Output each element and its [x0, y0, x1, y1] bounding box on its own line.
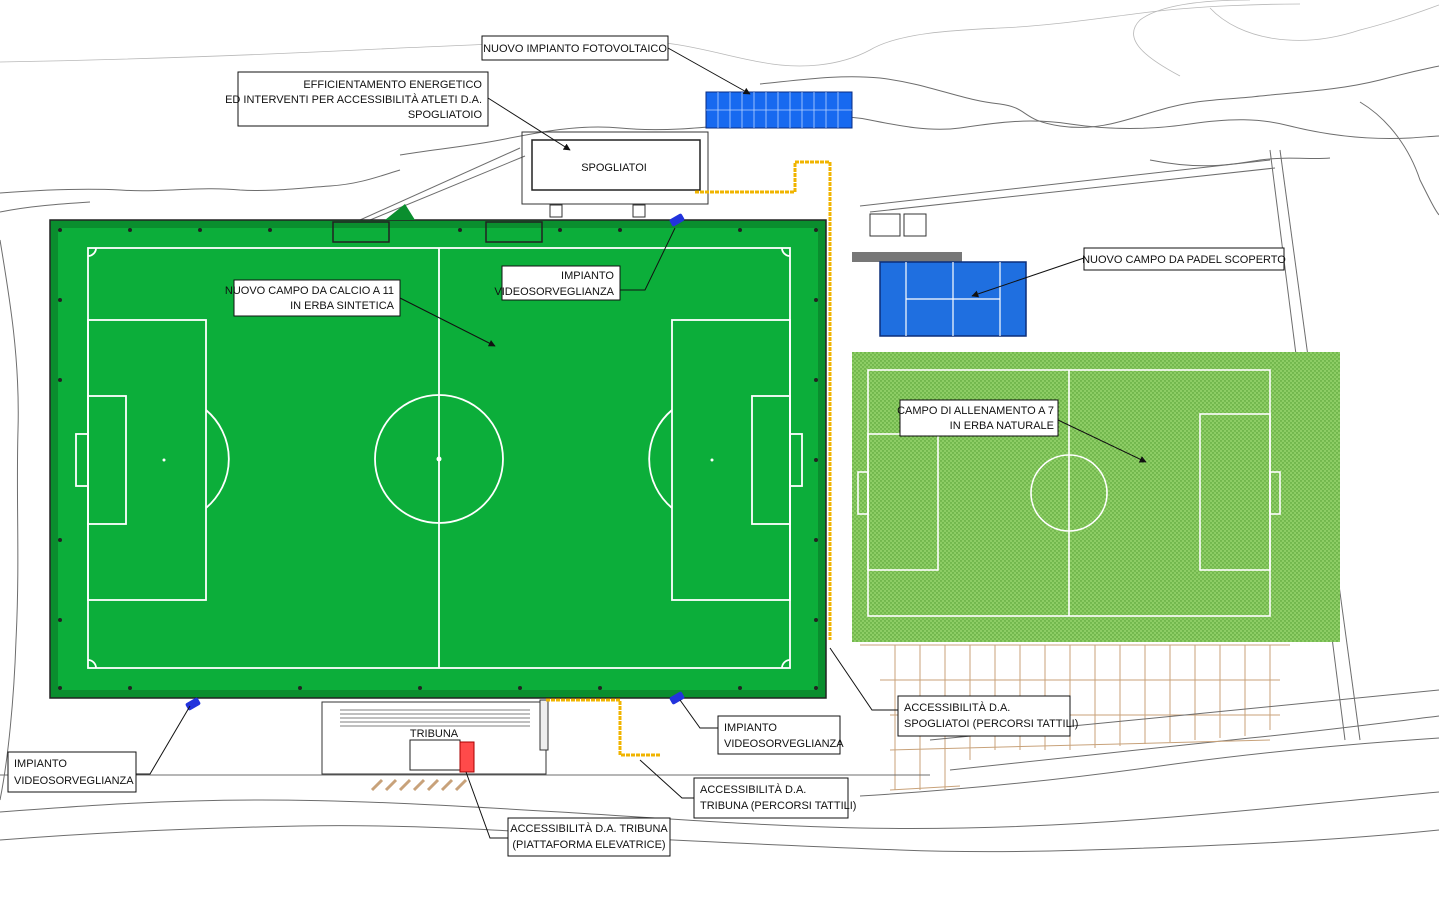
svg-text:IMPIANTO: IMPIANTO: [724, 722, 777, 734]
svg-text:(PIATTAFORMA ELEVATRICE): (PIATTAFORMA ELEVATRICE): [512, 839, 665, 851]
label-videosorveglianza-right: IMPIANTO VIDEOSORVEGLIANZA: [717, 715, 844, 755]
label-padel: NUOVO CAMPO DA PADEL SCOPERTO: [1082, 247, 1286, 271]
main-football-field: [49, 204, 827, 699]
label-fotovoltaico: NUOVO IMPIANTO FOTOVOLTAICO: [481, 35, 669, 61]
solar-panel-icon: [705, 91, 853, 129]
label-campo-calcio: NUOVO CAMPO DA CALCIO A 11 IN ERBA SINTE…: [225, 279, 401, 317]
svg-text:IN ERBA SINTETICA: IN ERBA SINTETICA: [290, 300, 395, 312]
label-accessibilita-tribuna: ACCESSIBILITÀ D.A. TRIBUNA (PERCORSI TAT…: [693, 777, 856, 819]
svg-text:IN ERBA NATURALE: IN ERBA NATURALE: [950, 420, 1054, 432]
leader-lines: [136, 47, 1147, 839]
padel-court: [852, 213, 1027, 337]
label-spogliatoi: SPOGLIATOI: [581, 162, 647, 174]
grandstand: [321, 699, 549, 792]
label-videosorveglianza-left: IMPIANTO VIDEOSORVEGLIANZA: [7, 751, 137, 793]
svg-text:TRIBUNA (PERCORSI TATTILI): TRIBUNA (PERCORSI TATTILI): [700, 800, 856, 812]
svg-text:CAMPO DI ALLENAMENTO A 7: CAMPO DI ALLENAMENTO A 7: [897, 405, 1054, 417]
terrain-contours: [0, 0, 1439, 853]
label-piattaforma: ACCESSIBILITÀ D.A. TRIBUNA (PIATTAFORMA …: [507, 817, 671, 857]
svg-text:VIDEOSORVEGLIANZA: VIDEOSORVEGLIANZA: [494, 286, 614, 298]
svg-text:SPOGLIATOI (PERCORSI TATTILI): SPOGLIATOI (PERCORSI TATTILI): [904, 718, 1078, 730]
svg-text:NUOVO CAMPO DA CALCIO A 11: NUOVO CAMPO DA CALCIO A 11: [225, 285, 394, 297]
svg-text:IMPIANTO: IMPIANTO: [14, 758, 67, 770]
camera-icon: [669, 213, 685, 227]
svg-text:SPOGLIATOIO: SPOGLIATOIO: [408, 109, 483, 121]
training-field: [852, 352, 1340, 642]
svg-text:NUOVO IMPIANTO FOTOVOLTAICO: NUOVO IMPIANTO FOTOVOLTAICO: [483, 43, 667, 55]
tactile-path-spogliatoi: [695, 160, 832, 640]
svg-text:ACCESSIBILITÀ D.A.: ACCESSIBILITÀ D.A.: [904, 701, 1010, 714]
label-efficientamento: EFFICIENTAMENTO ENERGETICO ED INTERVENTI…: [225, 71, 489, 127]
label-videosorveglianza-top: IMPIANTO VIDEOSORVEGLIANZA: [494, 265, 621, 301]
svg-text:IMPIANTO: IMPIANTO: [561, 270, 614, 282]
svg-text:NUOVO CAMPO DA PADEL SCOPERTO: NUOVO CAMPO DA PADEL SCOPERTO: [1082, 254, 1286, 266]
svg-text:VIDEOSORVEGLIANZA: VIDEOSORVEGLIANZA: [724, 738, 844, 750]
svg-text:ED INTERVENTI PER ACCESSIBILIT: ED INTERVENTI PER ACCESSIBILITÀ ATLETI D…: [225, 93, 482, 106]
label-accessibilita-spogliatoi: ACCESSIBILITÀ D.A. SPOGLIATOI (PERCORSI …: [897, 695, 1078, 737]
svg-text:ACCESSIBILITÀ D.A.: ACCESSIBILITÀ D.A.: [700, 783, 806, 796]
elevator-platform: [459, 741, 475, 773]
svg-text:EFFICIENTAMENTO ENERGETICO: EFFICIENTAMENTO ENERGETICO: [303, 79, 482, 91]
tactile-path-tribuna: [546, 698, 660, 757]
camera-icon: [185, 697, 201, 711]
changing-rooms-building: [521, 131, 709, 218]
label-allenamento: CAMPO DI ALLENAMENTO A 7 IN ERBA NATURAL…: [897, 399, 1059, 437]
camera-icon: [669, 691, 685, 705]
svg-text:ACCESSIBILITÀ D.A. TRIBUNA: ACCESSIBILITÀ D.A. TRIBUNA: [510, 822, 668, 835]
svg-text:VIDEOSORVEGLIANZA: VIDEOSORVEGLIANZA: [14, 775, 134, 787]
label-tribuna: TRIBUNA: [410, 728, 459, 740]
